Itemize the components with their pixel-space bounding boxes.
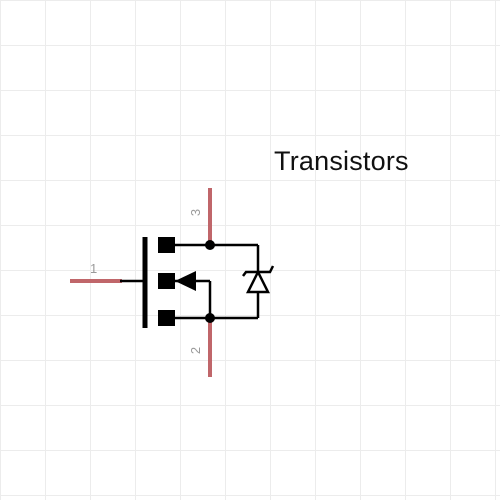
pin-3-label: 3 bbox=[188, 208, 204, 217]
source-junction bbox=[205, 313, 215, 323]
body-arrow bbox=[175, 271, 196, 291]
drain-junction bbox=[205, 240, 215, 250]
component-title: Transistors bbox=[274, 146, 409, 176]
diode-zener-bar bbox=[242, 265, 275, 277]
channel-body-segment bbox=[158, 273, 175, 289]
channel-drain-segment bbox=[158, 237, 175, 253]
channel-source-segment bbox=[158, 310, 175, 326]
diode-triangle bbox=[245, 269, 271, 294]
pin-1-label: 1 bbox=[90, 261, 98, 276]
pin-2-label: 2 bbox=[188, 346, 204, 355]
